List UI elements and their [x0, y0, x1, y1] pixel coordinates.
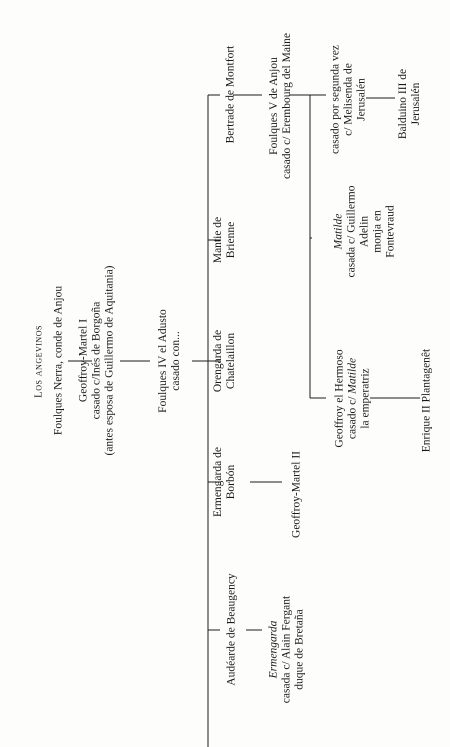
- matilde-nun: monja en: [371, 210, 384, 253]
- balduino-line1: Balduino III de: [397, 68, 409, 140]
- node-second-marriage: casado por segunda vez c/ Melisenda de J…: [330, 35, 369, 165]
- node-audearde: Audéarde de Beaugency: [226, 570, 239, 690]
- geoffroy-martel-ii-name: Geoffroy-Martel II: [290, 451, 303, 538]
- node-foulques-iv: Foulques IV el Adusto casado con...: [157, 301, 183, 421]
- ermengarda-borbon-line1: Ermengarda de: [212, 447, 224, 517]
- geoffroy-hermoso-casado: casado c/: [346, 393, 359, 440]
- node-ermengarda-child: Ermengarda casada c/ Alain Fergant duque…: [268, 585, 307, 715]
- foulques-v-spouse: casado c/ Erembourg del Maine: [281, 32, 293, 180]
- audearde-name: Audéarde de Beaugency: [225, 573, 238, 686]
- foulques-nerra-name: Foulques Nerra, conde de Anjou: [52, 285, 65, 436]
- ermengarda-child-name: Ermengarda: [267, 620, 280, 679]
- node-matilde: Matilde casada c/ Guillermo Adelin monja…: [333, 172, 398, 292]
- geoffroy-hermoso-spouse: casado c/ Matilde: [347, 339, 360, 459]
- matilde-spouse-name: Adelin: [358, 215, 371, 248]
- bertrade-name: Bertrade de Montfort: [224, 45, 237, 144]
- geoffroy-martel-i-note: (antes esposa de Guillermo de Aquitania): [103, 265, 116, 456]
- matilde-spouse: casada c/ Guillermo: [345, 185, 358, 278]
- node-mantie: Mantie de Brienne: [212, 210, 238, 270]
- node-bertrade: Bertrade de Montfort: [225, 35, 238, 155]
- mantie-line1: Mantie de: [212, 216, 224, 264]
- node-balduino-iii: Balduino III de Jerusalén: [397, 59, 423, 149]
- geoffroy-hermoso-name: Geoffroy el Hermoso: [333, 349, 346, 448]
- second-marriage-line2: c/ Melisenda de: [342, 63, 355, 136]
- node-geoffroy-martel-ii: Geoffroy-Martel II: [291, 440, 304, 550]
- node-foulques-nerra: Foulques Nerra, conde de Anjou: [53, 236, 66, 486]
- second-marriage-line1: casado por segunda vez: [329, 45, 342, 154]
- balduino-line2: Jerusalén: [410, 82, 422, 126]
- foulques-iv-name: Foulques IV el Adusto: [157, 309, 169, 413]
- geoffroy-hermoso-matilde: Matilde: [346, 357, 359, 394]
- geoffroy-martel-i-name: Geoffroy-Martel I: [77, 318, 90, 403]
- mantie-line2: Brienne: [225, 221, 237, 259]
- ermengarda-borbon-line2: Borbón: [225, 464, 237, 500]
- geoffroy-hermoso-title: la emperatriz: [359, 368, 372, 429]
- ermengarda-child-spouse: casada c/ Alain Fergant: [280, 595, 293, 704]
- matilde-abbey: Fontevraud: [384, 205, 397, 258]
- foulques-iv-note: casado con...: [170, 331, 182, 391]
- second-marriage-line3: Jerusalén: [355, 78, 368, 121]
- node-orengarda: Orengarda de Chatelaillon: [212, 321, 238, 401]
- node-enrique-ii: Enrique II Plantagenêt: [421, 336, 434, 466]
- orengarda-line2: Chatelaillon: [225, 332, 237, 390]
- foulques-v-name: Foulques V de Anjou: [268, 57, 280, 155]
- diagram-title: Los angevinos: [32, 325, 45, 398]
- node-ermengarda-borbon: Ermengarda de Borbón: [212, 442, 238, 522]
- ermengarda-child-title: duque de Bretaña: [293, 609, 306, 690]
- enrique-ii-name: Enrique II Plantagenêt: [420, 348, 433, 453]
- orengarda-line1: Orengarda de: [212, 329, 224, 393]
- node-foulques-v: Foulques V de Anjou casado c/ Erembourg …: [268, 26, 294, 186]
- node-geoffroy-martel-i: Geoffroy-Martel I casado c/Inés de Borgo…: [78, 231, 117, 491]
- matilde-name: Matilde: [332, 213, 345, 250]
- geoffroy-martel-i-spouse: casado c/Inés de Borgoña: [90, 301, 103, 420]
- node-geoffroy-hermoso: Geoffroy el Hermoso casado c/ Matilde la…: [334, 339, 373, 459]
